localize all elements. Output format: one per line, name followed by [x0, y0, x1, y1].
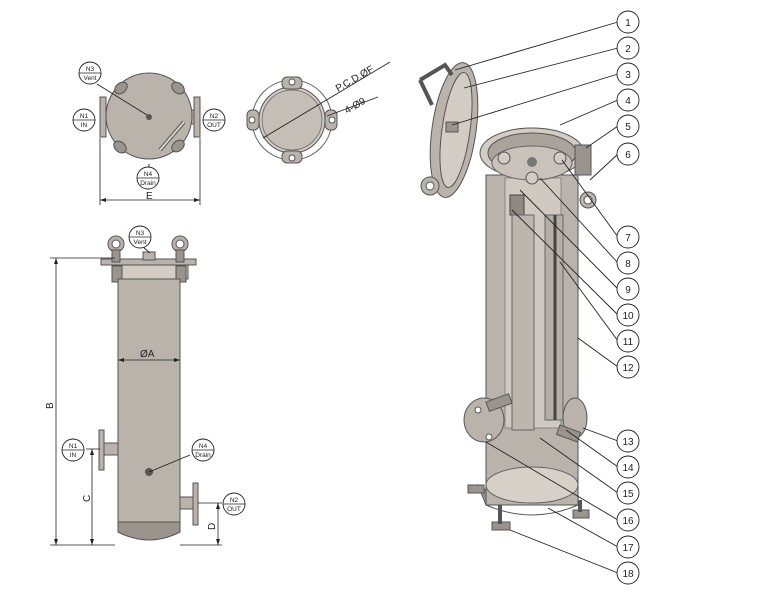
part-number-13: 13: [622, 437, 634, 448]
n4-desc-front: Drain: [195, 452, 211, 459]
n3-desc-front: Vent: [133, 239, 146, 246]
n2-id-front: N2: [230, 497, 239, 504]
front-view: ØA B C D N3 Vent N1 IN N4 Dr: [45, 225, 246, 546]
n2-id-top: N2: [210, 113, 219, 120]
part-number-11: 11: [623, 337, 634, 348]
part-number-4: 4: [625, 96, 631, 107]
holes-label: 4-Ø9: [343, 96, 368, 117]
top-view: E N3 Vent N1 IN N2 OUT N4 Drain: [72, 61, 226, 205]
n3-id-top: N3: [86, 66, 95, 73]
part-number-3: 3: [625, 70, 631, 81]
isometric-cutaway: [418, 21, 619, 574]
part-number-5: 5: [625, 122, 631, 133]
dim-d-label: D: [207, 523, 218, 530]
part-number-6: 6: [625, 150, 631, 161]
n4-id-front: N4: [199, 443, 208, 450]
shell-front: [117, 278, 181, 533]
part-number-bubbles: 1 2 3 4 5 6 7 8 9 10 11 12 13 14 15 16 1…: [616, 10, 640, 585]
n4-desc-top: Drain: [140, 180, 156, 187]
part-number-10: 10: [622, 311, 634, 322]
part-number-9: 9: [625, 285, 631, 296]
n1-id-front: N1: [69, 443, 78, 450]
flange-left: [99, 96, 107, 138]
n3-desc-top: Vent: [83, 75, 96, 82]
dim-c-label: C: [82, 495, 93, 502]
n1-desc-top: IN: [81, 122, 88, 129]
n1-id-top: N1: [80, 113, 89, 120]
dim-e-label: E: [146, 191, 153, 202]
part-number-12: 12: [622, 363, 634, 374]
part-number-7: 7: [625, 233, 631, 244]
part-number-16: 16: [622, 516, 634, 527]
part-number-17: 17: [622, 543, 634, 554]
part-number-14: 14: [622, 463, 634, 474]
part-number-8: 8: [625, 259, 631, 270]
pcd-label: P.C.D.ØF: [334, 64, 376, 95]
part-number-15: 15: [622, 489, 634, 500]
n4-id-top: N4: [144, 171, 153, 178]
n2-desc-top: OUT: [207, 122, 221, 129]
dim-a-label: ØA: [140, 349, 155, 360]
part-number-1: 1: [625, 18, 631, 29]
flange-view: P.C.D.ØF 4-Ø9: [246, 61, 391, 164]
dim-b-label: B: [45, 402, 56, 409]
n3-id-front: N3: [136, 230, 145, 237]
flange-right: [193, 96, 201, 138]
part-number-18: 18: [622, 569, 634, 580]
part-number-2: 2: [625, 44, 631, 55]
n1-desc-front: IN: [70, 452, 77, 459]
n2-desc-front: OUT: [227, 506, 241, 513]
